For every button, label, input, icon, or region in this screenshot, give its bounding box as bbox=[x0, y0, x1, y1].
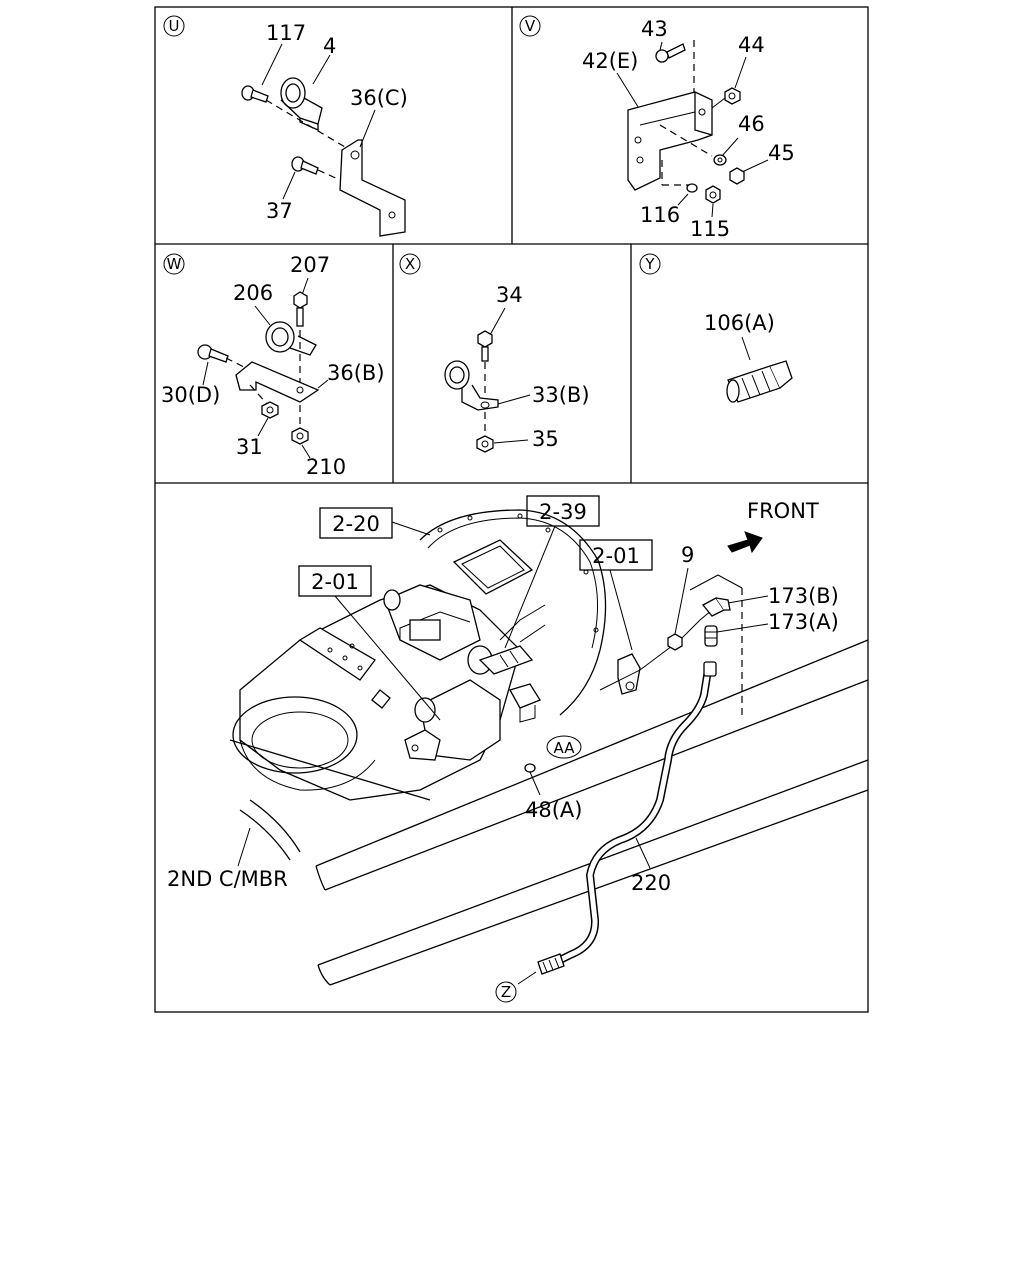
marker-aa: AA bbox=[546, 735, 582, 759]
panel-v-letter: V bbox=[525, 17, 536, 35]
ref-box-2-20: 2-20 bbox=[319, 507, 431, 539]
panel-y: Y 106(A) bbox=[639, 253, 793, 403]
label-115: 115 bbox=[690, 217, 730, 241]
label-z: Z bbox=[501, 983, 511, 1001]
label-35: 35 bbox=[532, 427, 559, 451]
label-48a: 48(A) bbox=[525, 798, 582, 822]
panel-w-letter: W bbox=[167, 255, 182, 273]
panel-w: W 207 206 30(D) 36(B) bbox=[161, 253, 385, 479]
nut-9: 9 bbox=[667, 543, 694, 651]
label-43: 43 bbox=[641, 17, 668, 41]
clamp-33b bbox=[444, 360, 499, 411]
bracket-36c bbox=[339, 139, 406, 237]
panel-u-letter: U bbox=[169, 17, 180, 35]
label-33b: 33(B) bbox=[532, 383, 590, 407]
label-2nd-cmbr: 2ND C/MBR bbox=[167, 867, 288, 891]
main-assembly: 2-20 2-39 2-01 2-01 FRONT 9 bbox=[167, 495, 869, 1003]
fitting-106a bbox=[726, 360, 793, 403]
label-46: 46 bbox=[738, 112, 765, 136]
bolt-43 bbox=[655, 43, 686, 63]
label-9: 9 bbox=[681, 543, 694, 567]
fitting-173a: 173(A) bbox=[704, 610, 839, 647]
ref-2-20: 2-20 bbox=[332, 512, 380, 536]
fitting-173b: 173(B) bbox=[701, 584, 839, 617]
panel-u: U 117 4 36(C) bbox=[163, 15, 408, 237]
label-173b: 173(B) bbox=[768, 584, 839, 608]
nut-45 bbox=[729, 167, 745, 185]
label-116: 116 bbox=[640, 203, 680, 227]
nut-35 bbox=[476, 435, 494, 453]
member-callout: 2ND C/MBR bbox=[167, 827, 288, 891]
panel-w-marker: W bbox=[163, 253, 185, 275]
panel-v-marker: V bbox=[519, 15, 541, 37]
panel-x: X 34 33(B) 35 bbox=[399, 253, 590, 453]
label-36c: 36(C) bbox=[350, 86, 408, 110]
ref-2-01-right: 2-01 bbox=[592, 544, 640, 568]
panel-u-marker: U bbox=[163, 15, 185, 37]
end-fitting: Z bbox=[495, 953, 565, 1003]
panel-y-letter: Y bbox=[644, 255, 655, 273]
pipe-220: 220 bbox=[558, 661, 717, 964]
label-106a: 106(A) bbox=[704, 311, 775, 335]
label-30d: 30(D) bbox=[161, 383, 220, 407]
ref-2-01-left: 2-01 bbox=[311, 570, 359, 594]
clamp-206 bbox=[265, 321, 317, 356]
label-210: 210 bbox=[306, 455, 346, 479]
transmission-housing bbox=[232, 509, 743, 801]
bracket-36b bbox=[235, 361, 320, 403]
panel-x-marker: X bbox=[399, 253, 421, 275]
bolt-34 bbox=[477, 330, 493, 362]
washer-116 bbox=[686, 183, 698, 193]
bolt-30d bbox=[197, 344, 229, 363]
label-44: 44 bbox=[738, 33, 765, 57]
washer-46 bbox=[713, 154, 727, 166]
label-36b: 36(B) bbox=[327, 361, 385, 385]
bracket-42e bbox=[627, 91, 713, 191]
washer-48a: 48(A) bbox=[524, 763, 582, 822]
label-117: 117 bbox=[266, 21, 306, 45]
label-206: 206 bbox=[233, 281, 273, 305]
ref-box-2-01-left: 2-01 bbox=[298, 565, 441, 721]
front-indicator: FRONT bbox=[727, 499, 819, 554]
label-220: 220 bbox=[631, 871, 671, 895]
clamp-4 bbox=[280, 77, 323, 132]
label-45: 45 bbox=[768, 141, 795, 165]
label-4: 4 bbox=[323, 34, 336, 58]
label-aa: AA bbox=[554, 739, 576, 757]
bolt-207 bbox=[293, 291, 308, 327]
nut-210 bbox=[291, 427, 309, 445]
ref-2-39: 2-39 bbox=[539, 500, 587, 524]
nut-31 bbox=[261, 401, 279, 419]
nut-115 bbox=[705, 185, 721, 204]
label-173a: 173(A) bbox=[768, 610, 839, 634]
label-34: 34 bbox=[496, 283, 523, 307]
label-37: 37 bbox=[266, 199, 293, 223]
ref-box-2-39: 2-39 bbox=[504, 495, 600, 649]
label-207: 207 bbox=[290, 253, 330, 277]
nut-44 bbox=[724, 87, 741, 105]
label-31: 31 bbox=[236, 435, 263, 459]
label-42e: 42(E) bbox=[582, 49, 638, 73]
panel-y-marker: Y bbox=[639, 253, 661, 275]
ref-box-2-01-right: 2-01 bbox=[579, 539, 653, 651]
diagram-frame bbox=[154, 6, 869, 1013]
bolt-117 bbox=[241, 85, 269, 103]
panel-v: V 43 42(E) 44 46 bbox=[519, 15, 795, 241]
front-arrow-icon bbox=[727, 531, 763, 554]
front-label: FRONT bbox=[747, 499, 819, 523]
panel-x-letter: X bbox=[405, 255, 415, 273]
bolt-37 bbox=[291, 156, 319, 175]
